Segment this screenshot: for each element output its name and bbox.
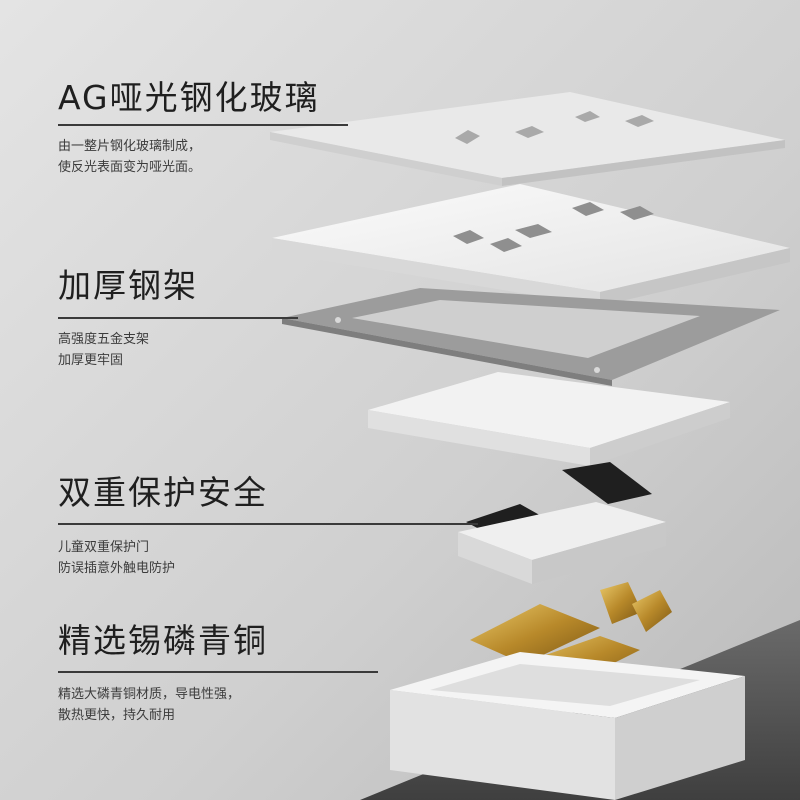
- feature-description: 精选大磷青铜材质，导电性强， 散热更快，持久耐用: [58, 684, 240, 726]
- feature-title: 双重保护安全: [58, 473, 268, 512]
- steel-frame-layer: [282, 288, 780, 386]
- feature-double-protection: 双重保护安全: [58, 471, 388, 515]
- shutter-layer: [458, 462, 666, 584]
- description-line: 由一整片钢化玻璃制成，: [58, 139, 202, 154]
- feature-description: 高强度五金支架 加厚更牢固: [58, 329, 149, 371]
- inner-plate-layer: [368, 372, 730, 466]
- description-line: 防误插意外触电防护: [58, 561, 176, 576]
- description-line: 精选大磷青铜材质，导电性强，: [58, 687, 241, 702]
- description-line: 散热更快，持久耐用: [58, 708, 176, 723]
- socket-face-layer: [272, 184, 790, 306]
- description-line: 高强度五金支架: [58, 332, 150, 347]
- divider-line: [58, 523, 478, 525]
- divider-line: [58, 671, 378, 673]
- feature-title: AG哑光钢化玻璃: [58, 78, 320, 117]
- description-line: 使反光表面变为哑光面。: [58, 160, 202, 175]
- base-box-layer: [390, 652, 745, 800]
- feature-ag-glass: AG哑光钢化玻璃: [58, 76, 388, 120]
- divider-line: [58, 317, 298, 319]
- description-line: 儿童双重保护门: [58, 540, 150, 555]
- feature-steel-frame: 加厚钢架: [58, 264, 388, 308]
- feature-description: 儿童双重保护门 防误插意外触电防护: [58, 537, 175, 579]
- glass-panel-layer: [270, 92, 785, 186]
- divider-line: [58, 124, 348, 126]
- feature-phosphor-bronze: 精选锡磷青铜: [58, 619, 388, 663]
- description-line: 加厚更牢固: [58, 353, 124, 368]
- feature-title: 加厚钢架: [58, 266, 198, 305]
- feature-title: 精选锡磷青铜: [58, 621, 268, 660]
- feature-description: 由一整片钢化玻璃制成， 使反光表面变为哑光面。: [58, 136, 201, 178]
